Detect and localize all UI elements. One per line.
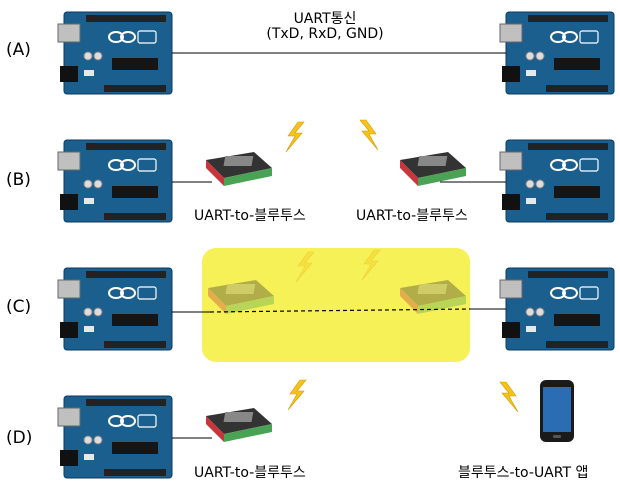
row-c-left-arduino xyxy=(57,267,173,351)
row-d-left-bolt xyxy=(287,379,307,411)
row-b-left-module xyxy=(206,152,272,186)
row-b-left-arduino xyxy=(57,139,173,223)
row-d-module xyxy=(206,408,272,442)
uart-link-title: UART통신 xyxy=(293,11,357,27)
row-d-left-arduino xyxy=(57,395,173,479)
row-c-label: (C) xyxy=(6,297,32,317)
row-b-left-caption: UART-to-블루투스 xyxy=(194,208,306,224)
row-b-right-bolt xyxy=(359,119,379,151)
row-b-right-module xyxy=(400,152,466,186)
row-c-right-arduino xyxy=(499,267,615,351)
row-b-right-arduino xyxy=(499,139,615,223)
row-a-right-arduino xyxy=(499,11,615,95)
row-d-graphics xyxy=(57,379,574,479)
row-b-graphics xyxy=(57,119,615,223)
row-b-label: (B) xyxy=(6,170,31,190)
row-c-highlight-box xyxy=(202,248,470,362)
row-c-graphics xyxy=(57,248,615,362)
row-a-label: (A) xyxy=(6,40,31,60)
row-d-phone xyxy=(540,380,574,442)
row-b-right-caption: UART-to-블루투스 xyxy=(356,208,468,224)
row-d-right-bolt xyxy=(499,381,519,413)
row-d-left-caption: UART-to-블루투스 xyxy=(194,465,306,481)
row-a-left-arduino xyxy=(57,11,173,95)
row-d-right-caption: 블루투스-to-UART 앱 xyxy=(458,465,589,481)
row-a-graphics xyxy=(57,11,615,95)
row-d-label: (D) xyxy=(6,428,33,448)
row-b-left-bolt xyxy=(285,121,305,153)
uart-link-subtitle: (TxD, RxD, GND) xyxy=(266,26,384,42)
